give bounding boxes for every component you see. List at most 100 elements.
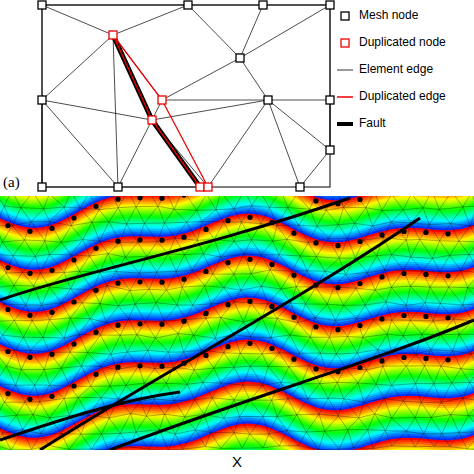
horizon-point	[247, 341, 252, 346]
horizon-point	[247, 215, 252, 220]
horizon-point	[49, 394, 54, 399]
horizon-point	[423, 230, 428, 235]
horizon-point	[159, 322, 164, 327]
mesh-node	[326, 96, 334, 104]
horizon-point	[5, 307, 10, 312]
mesh-frame	[42, 5, 330, 187]
horizon-point	[93, 372, 98, 377]
legend-label: Mesh node	[359, 9, 418, 22]
horizon-point	[269, 304, 274, 309]
legend-swatch	[337, 70, 353, 71]
horizon-point	[5, 223, 10, 228]
legend-swatch	[337, 122, 353, 126]
horizon-point	[49, 352, 54, 357]
legend-swatch	[341, 12, 349, 20]
horizon-point	[115, 239, 120, 244]
element-edges	[0, 196, 474, 450]
horizon-point	[203, 227, 208, 232]
duplicated-node	[109, 31, 117, 39]
horizon-point	[313, 324, 318, 329]
horizon-point	[93, 246, 98, 251]
horizon-point	[27, 271, 32, 276]
horizon-point	[423, 272, 428, 277]
horizon-point	[225, 344, 230, 349]
horizon-point	[423, 314, 428, 319]
horizon-point	[71, 257, 76, 262]
horizon-point	[71, 341, 76, 346]
horizon-point	[291, 357, 296, 362]
fault	[113, 35, 200, 187]
horizon-point	[49, 310, 54, 315]
horizon-point	[71, 383, 76, 388]
horizon-point	[401, 313, 406, 318]
horizon-point	[379, 232, 384, 237]
horizon-point	[93, 330, 98, 335]
horizon-point	[49, 268, 54, 273]
horizon-point	[335, 285, 340, 290]
horizon-point	[335, 243, 340, 248]
mesh-node	[236, 54, 244, 62]
horizon-point	[357, 239, 362, 244]
horizon-point	[93, 204, 98, 209]
horizon-point	[137, 279, 142, 284]
fault-line	[40, 218, 420, 450]
horizon-point	[269, 346, 274, 351]
horizon-point	[269, 262, 274, 267]
fault-line	[0, 198, 350, 300]
horizon-point	[137, 237, 142, 242]
mesh-node	[184, 1, 192, 9]
horizon-point	[379, 358, 384, 363]
horizon-point	[247, 257, 252, 262]
fault-line	[110, 320, 474, 450]
mesh-node	[38, 183, 46, 191]
duplicated-node	[148, 116, 156, 124]
horizon-point	[27, 355, 32, 360]
horizon-point	[225, 218, 230, 223]
horizon-point	[357, 323, 362, 328]
horizon-point	[401, 355, 406, 360]
horizon-point	[379, 316, 384, 321]
horizon-point	[291, 231, 296, 236]
horizon-point	[445, 231, 450, 236]
mesh-node	[326, 1, 334, 9]
horizon-point	[203, 353, 208, 358]
duplicated-edge	[113, 35, 208, 187]
horizon-point	[93, 288, 98, 293]
horizon-point	[181, 235, 186, 240]
horizon-point	[445, 357, 450, 362]
horizon-point	[313, 366, 318, 371]
horizon-point	[181, 319, 186, 324]
horizon-point	[423, 356, 428, 361]
horizon-point	[159, 364, 164, 369]
horizon-point	[445, 315, 450, 320]
mesh-node	[326, 146, 334, 154]
horizon-point	[137, 321, 142, 326]
duplicated-node	[158, 96, 166, 104]
horizon-point	[49, 226, 54, 231]
horizon-point	[225, 260, 230, 265]
horizon-point	[291, 315, 296, 320]
horizon-point	[203, 269, 208, 274]
horizon-point	[115, 197, 120, 202]
horizon-point	[225, 302, 230, 307]
horizon-point	[137, 196, 142, 200]
horizon-point	[181, 196, 186, 198]
horizon-point	[335, 327, 340, 332]
legend-swatch	[341, 39, 349, 47]
horizon-point	[5, 391, 10, 396]
legend-label: Duplicated node	[359, 36, 446, 49]
horizon-point	[27, 313, 32, 318]
legend-label: Duplicated edge	[359, 90, 446, 103]
horizon-point	[379, 274, 384, 279]
horizon-point	[313, 240, 318, 245]
horizon-point	[159, 280, 164, 285]
horizon-point	[203, 311, 208, 316]
mesh-node	[114, 183, 122, 191]
horizon-point	[115, 281, 120, 286]
horizon-point	[357, 281, 362, 286]
legend-label: Element edge	[359, 63, 433, 76]
horizon-point	[115, 323, 120, 328]
horizon-point	[159, 238, 164, 243]
horizon-point	[445, 273, 450, 278]
mesh-node	[38, 1, 46, 9]
